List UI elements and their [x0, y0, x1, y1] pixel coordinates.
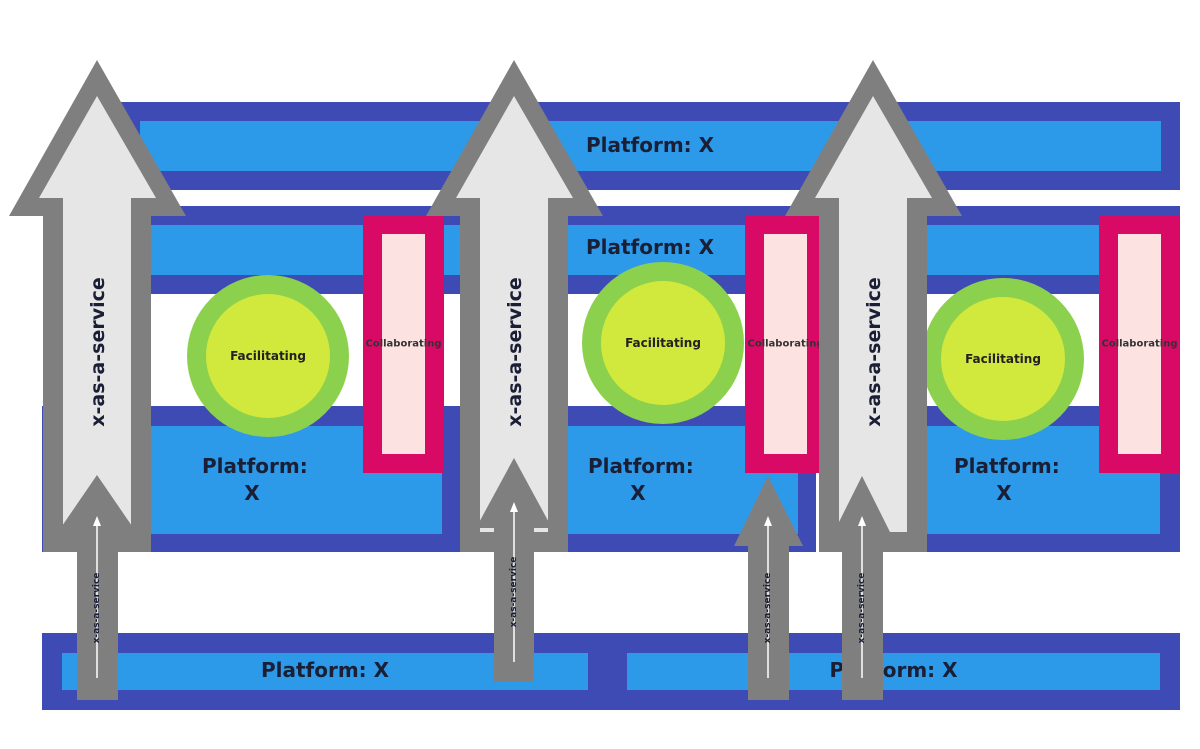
- platform-top-label: Platform: X: [585, 133, 715, 157]
- xaas-label-small-4: x-as-a-service: [857, 573, 867, 644]
- xaas-label-small-3: x-as-a-service: [763, 573, 773, 644]
- platform-second-label: Platform: X: [585, 235, 715, 259]
- collaborating-box-3: Collaborating: [1099, 215, 1180, 473]
- platform-block-1-label-line1: Platform:: [202, 454, 308, 478]
- platform-block-1-label-line2: X: [244, 481, 260, 505]
- collaborating-label-3: Collaborating: [1101, 338, 1178, 350]
- xaas-small-arrow-4: x-as-a-service: [827, 476, 897, 700]
- facilitating-label-1: Facilitating: [230, 349, 306, 363]
- xaas-large-arrow-2: x-as-a-service: [426, 60, 603, 552]
- collaborating-box-1: Collaborating: [363, 215, 444, 473]
- platform-top-band: Platform: X: [120, 102, 1180, 190]
- facilitating-circle-1: Facilitating: [187, 275, 349, 437]
- collaborating-box-2: Collaborating: [745, 215, 826, 473]
- facilitating-label-2: Facilitating: [625, 336, 701, 350]
- xaas-label-large-1: x-as-a-service: [87, 277, 109, 426]
- collaborating-label-2: Collaborating: [747, 338, 824, 350]
- platform-bottom-1-label: Platform: X: [260, 658, 390, 682]
- collaborating-label-1: Collaborating: [365, 338, 442, 350]
- xaas-label-large-2: x-as-a-service: [504, 277, 526, 426]
- xaas-label-small-1: x-as-a-service: [92, 573, 102, 644]
- xaas-label-large-3: x-as-a-service: [863, 277, 885, 426]
- xaas-small-arrow-3: x-as-a-service: [734, 476, 803, 700]
- platform-bottom-band-2: Platform: X: [607, 633, 1180, 710]
- xaas-small-arrow-2: x-as-a-service: [476, 458, 552, 682]
- facilitating-circle-3: Facilitating: [922, 278, 1084, 440]
- xaas-label-small-2: x-as-a-service: [509, 557, 519, 628]
- platform-block-2-label-line2: X: [630, 481, 646, 505]
- xaas-small-arrow-1: x-as-a-service: [49, 475, 145, 700]
- platform-block-3-label-line1: Platform:: [954, 454, 1060, 478]
- platform-block-2-label-line1: Platform:: [588, 454, 694, 478]
- facilitating-label-3: Facilitating: [965, 352, 1041, 366]
- facilitating-circle-2: Facilitating: [582, 262, 744, 424]
- xaas-large-arrow-1: x-as-a-service: [9, 60, 186, 552]
- platform-block-3-label-line2: X: [996, 481, 1012, 505]
- xaas-large-arrow-3: x-as-a-service: [785, 60, 962, 552]
